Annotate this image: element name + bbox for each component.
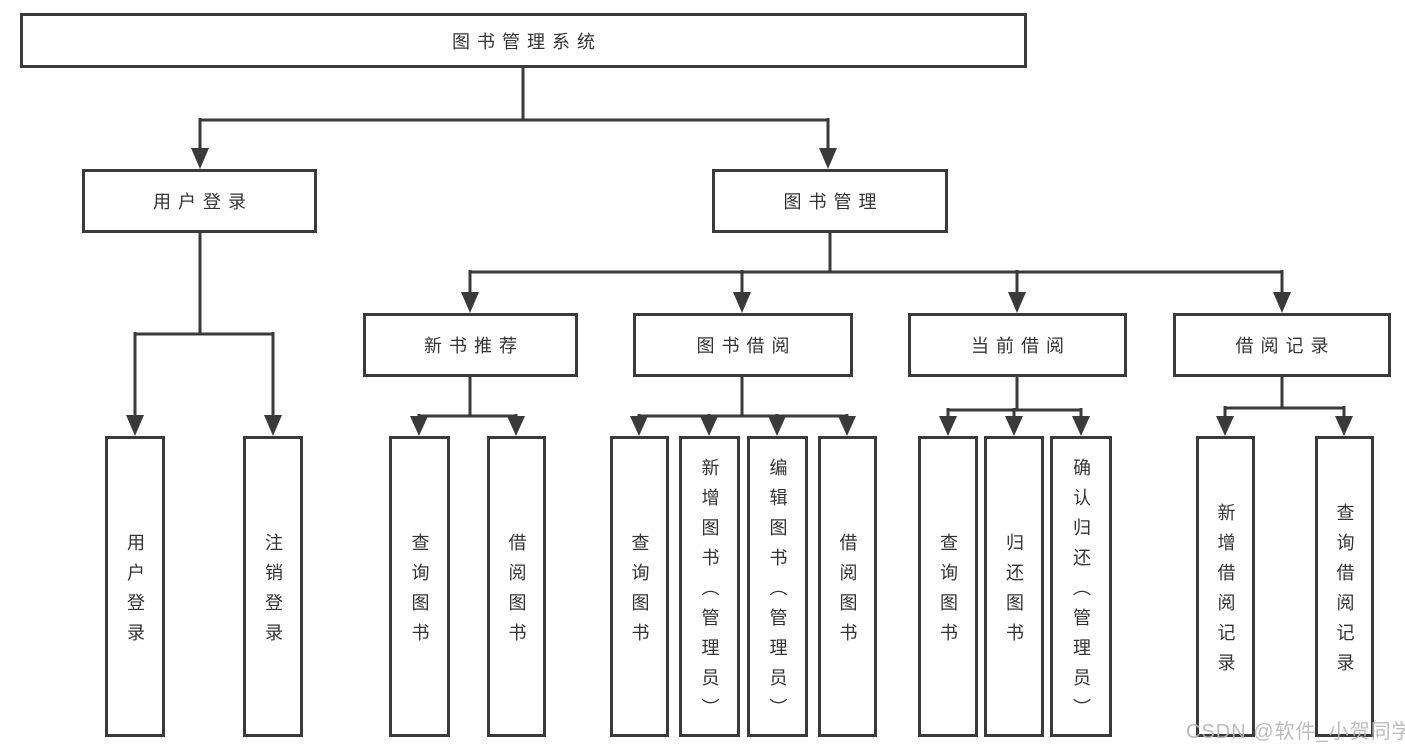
borrow-records-box: 借阅记录	[1173, 313, 1391, 377]
book-management-box: 图书管理	[712, 169, 948, 233]
root-system-box: 图书管理系统	[20, 13, 1027, 68]
leaf-edit-book-admin: 编辑图书（管理员）	[747, 436, 808, 737]
leaf-query-borrow-record: 查询借阅记录	[1315, 436, 1374, 737]
new-book-recommend-box: 新书推荐	[363, 313, 578, 377]
leaf-query-books-recommend: 查询图书	[389, 436, 450, 737]
leaf-return-books: 归还图书	[984, 436, 1044, 737]
leaf-query-books-borrow: 查询图书	[610, 436, 669, 737]
leaf-add-book-admin: 新增图书（管理员）	[679, 436, 740, 737]
leaf-confirm-return-admin: 确认归还（管理员）	[1050, 436, 1112, 737]
leaf-borrow-books-borrow: 借阅图书	[818, 436, 877, 737]
leaf-logout: 注销登录	[243, 436, 303, 737]
leaf-add-borrow-record: 新增借阅记录	[1196, 436, 1255, 737]
book-borrow-box: 图书借阅	[633, 313, 853, 377]
current-borrow-box: 当前借阅	[908, 313, 1127, 377]
user-login-box: 用户登录	[82, 169, 317, 233]
csdn-watermark: CSDN @软件_小贺同学	[1186, 721, 1405, 743]
leaf-query-books-current: 查询图书	[918, 436, 978, 737]
leaf-borrow-books-recommend: 借阅图书	[487, 436, 546, 737]
leaf-user-login: 用户登录	[105, 436, 165, 737]
